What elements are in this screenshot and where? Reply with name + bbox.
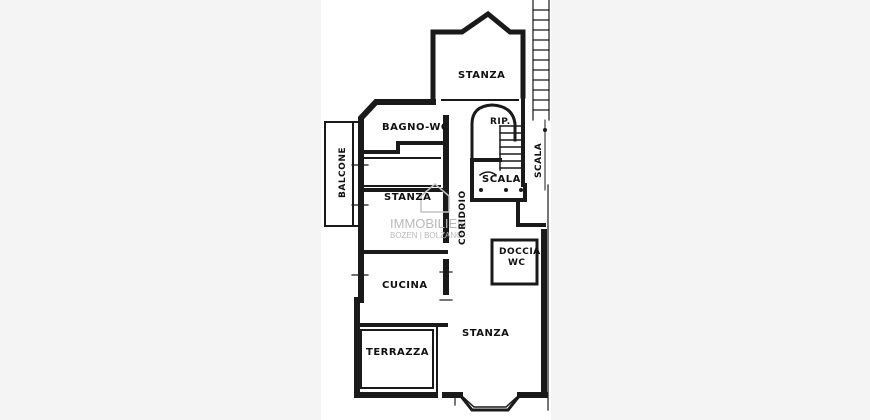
room-label-wc: WC [508, 258, 526, 268]
bay-window [457, 392, 523, 412]
room-label-rip: RIP. [490, 117, 511, 127]
room-label-balcone: BALCONE [338, 147, 348, 198]
ripostiglio-walls [470, 103, 517, 162]
watermark-house-icon [420, 183, 450, 213]
room-label-stanza-top: STANZA [458, 70, 505, 81]
room-label-doccia: DOCCIA [499, 247, 541, 257]
room-label-scala-outer: SCALA [534, 143, 544, 178]
room-label-bagno-wc: BAGNO-WC [382, 122, 449, 133]
room-label-cucina: CUCINA [382, 280, 428, 291]
exterior-walls [354, 99, 548, 398]
exterior-stair [532, 0, 550, 411]
room-label-stanza-mid: STANZA [384, 192, 431, 203]
stair-steps [478, 125, 523, 177]
watermark-line2: BOZEN | BOLZANO [390, 231, 462, 240]
terrazza-frame [360, 324, 438, 396]
watermark: IMMOBILIEN BOZEN | BOLZANO [390, 183, 467, 240]
balcone-walls [324, 121, 362, 227]
stanza-top-walls [430, 10, 526, 105]
room-label-stanza-big: STANZA [462, 328, 509, 339]
room-label-terrazza: TERRAZZA [366, 347, 429, 358]
room-label-corridoio: CORIDOIO [458, 190, 468, 245]
doccia-box [490, 238, 539, 286]
watermark-line1: IMMOBILIEN [390, 216, 467, 231]
room-label-scala-inner: SCALA [482, 174, 521, 185]
